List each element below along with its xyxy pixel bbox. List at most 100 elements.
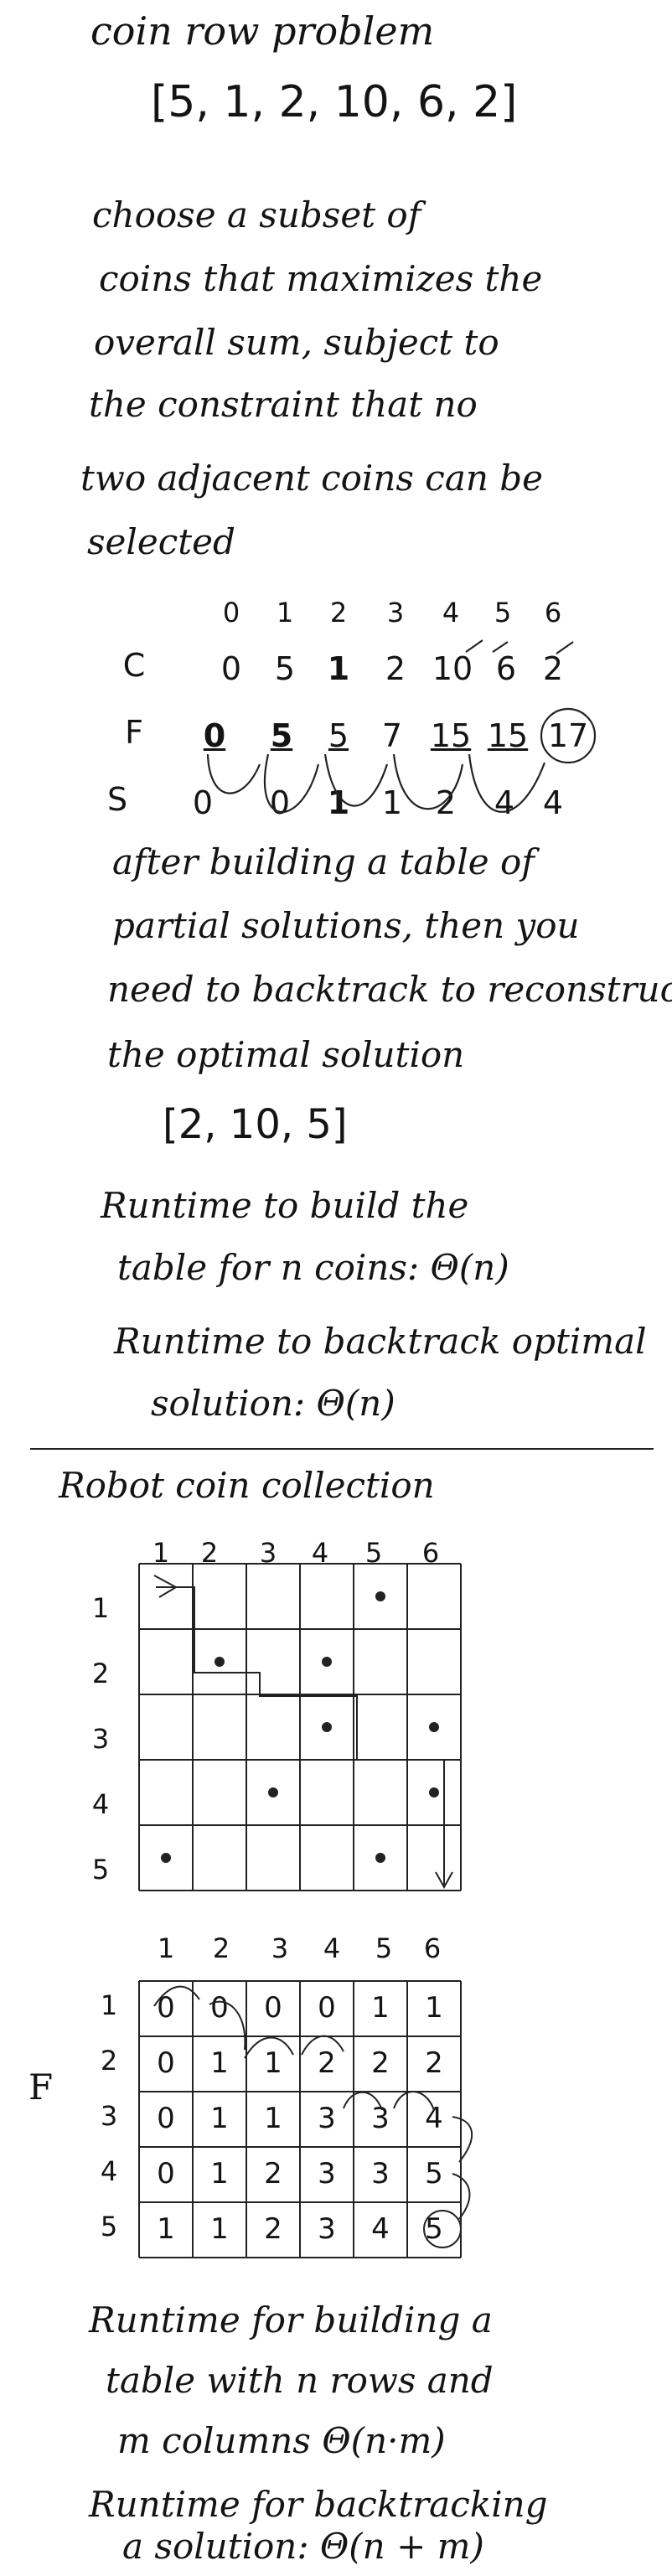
page-title: coin row problem xyxy=(90,8,435,54)
f-cell: 2 xyxy=(425,2046,443,2080)
f-cell: 1 xyxy=(425,1991,443,2025)
coin-dot xyxy=(375,1853,385,1863)
col-header: 1 xyxy=(152,1537,170,1569)
f-value: 0 xyxy=(203,717,226,754)
f-cell: 5 xyxy=(425,2212,443,2246)
index-header: 4 xyxy=(442,597,460,628)
col-header: 2 xyxy=(212,1932,230,1964)
f-cell: 0 xyxy=(157,1991,175,2025)
arrow xyxy=(209,2000,246,2051)
section-divider xyxy=(30,1448,654,1450)
optimal-circle xyxy=(423,2210,462,2248)
description-line: the constraint that no xyxy=(89,384,478,425)
col-header: 6 xyxy=(421,1537,440,1569)
index-header: 1 xyxy=(276,597,294,628)
f-cell: 0 xyxy=(210,1991,229,2025)
coin-dot xyxy=(322,1657,332,1667)
robot-path xyxy=(153,1575,453,1890)
f-value: 15 xyxy=(430,717,472,754)
backtrack-line: partial solutions, then you xyxy=(112,905,580,946)
f-value: 5 xyxy=(328,717,349,754)
f-cell: 0 xyxy=(157,2046,175,2080)
f-cell: 1 xyxy=(371,1991,390,2025)
index-header: 3 xyxy=(386,597,405,628)
col-header: 6 xyxy=(423,1932,442,1964)
coin-dot xyxy=(429,1787,439,1798)
f-cell: 1 xyxy=(210,2157,229,2191)
c-value: 5 xyxy=(274,650,296,687)
coin-dot xyxy=(161,1853,171,1863)
col-header: 5 xyxy=(375,1932,393,1964)
row-header: 5 xyxy=(91,1854,110,1885)
index-header: 5 xyxy=(494,597,512,628)
row-label-c: C xyxy=(122,647,146,684)
c-value: 6 xyxy=(495,650,517,687)
index-header: 0 xyxy=(222,597,240,628)
f-cell: 1 xyxy=(264,2102,282,2135)
row-header: 5 xyxy=(100,2211,118,2242)
c-value: 0 xyxy=(220,650,242,687)
row-header: 4 xyxy=(91,1788,110,1820)
runtime-line: Runtime to backtrack optimal xyxy=(114,1321,647,1362)
row-header: 4 xyxy=(100,2155,118,2187)
index-header: 6 xyxy=(544,597,562,628)
robot-grid xyxy=(138,1563,462,1891)
s-value: 0 xyxy=(192,784,214,821)
coin-dot xyxy=(429,1722,439,1732)
f-cell: 3 xyxy=(318,2212,336,2246)
description-line: choose a subset of xyxy=(92,194,421,235)
index-header: 2 xyxy=(329,597,348,628)
f-cell: 4 xyxy=(371,2212,390,2246)
runtime-line: Runtime to build the xyxy=(101,1185,469,1226)
check-marks xyxy=(465,639,574,654)
f-cell: 1 xyxy=(157,2212,175,2246)
row-header: 1 xyxy=(100,1989,118,2021)
f-table-label: F xyxy=(28,2066,54,2108)
arrow xyxy=(392,753,464,810)
s-value: 0 xyxy=(269,784,291,821)
c-value: 10 xyxy=(432,650,473,687)
f-backtrack-arrows xyxy=(153,1985,473,2248)
arrow xyxy=(323,753,389,807)
f-cell: 3 xyxy=(371,2157,390,2191)
s-value: 4 xyxy=(542,784,564,821)
col-header: 5 xyxy=(364,1537,383,1569)
row-header: 3 xyxy=(91,1723,110,1755)
row-header: 1 xyxy=(91,1592,110,1624)
backtrack-arrows xyxy=(206,639,597,814)
f-cell: 1 xyxy=(210,2046,229,2080)
row-header: 2 xyxy=(91,1658,110,1689)
f-cell: 2 xyxy=(371,2046,390,2080)
f-value: 15 xyxy=(487,717,529,754)
f-cell: 2 xyxy=(318,2046,336,2080)
backtrack-line: need to backtrack to reconstruct xyxy=(107,969,672,1010)
c-value: 2 xyxy=(385,650,406,687)
f-cell: 3 xyxy=(318,2102,336,2135)
f-cell: 4 xyxy=(425,2102,443,2135)
c-value: 1 xyxy=(327,650,350,687)
arrow xyxy=(452,2173,471,2220)
c-value: 2 xyxy=(542,650,564,687)
runtime-line: Runtime for backtracking xyxy=(89,2484,548,2525)
backtrack-line: after building a table of xyxy=(112,841,535,882)
description-line: coins that maximizes the xyxy=(99,258,543,299)
arrow xyxy=(206,753,261,794)
runtime-line: m columns Θ(n·m) xyxy=(117,2420,446,2461)
f-value-optimal: 17 xyxy=(547,717,589,754)
arrow xyxy=(452,2116,473,2163)
optimal-circle xyxy=(540,707,597,764)
arrow xyxy=(263,753,320,814)
description-line: two adjacent coins can be xyxy=(80,458,544,499)
coin-dot xyxy=(215,1657,225,1667)
description-line: overall sum, subject to xyxy=(94,322,499,363)
coin-dot xyxy=(268,1787,278,1798)
row-label-s: S xyxy=(106,781,128,818)
col-header: 4 xyxy=(323,1932,341,1964)
f-cell: 3 xyxy=(318,2157,336,2191)
arrow xyxy=(393,2091,435,2111)
col-header: 3 xyxy=(271,1932,289,1964)
arrow xyxy=(153,1985,200,2007)
f-cell: 0 xyxy=(157,2157,175,2191)
row-header: 2 xyxy=(100,2045,118,2077)
row-label-f: F xyxy=(125,714,143,751)
